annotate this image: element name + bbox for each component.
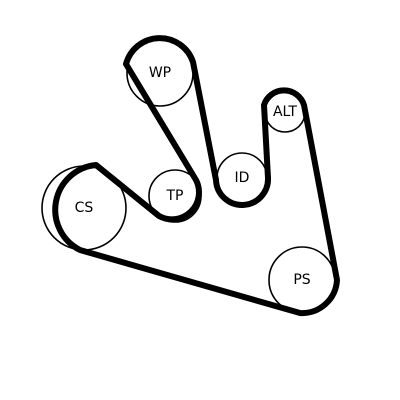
pulley-labels: WP ALT ID TP CS PS — [75, 65, 311, 288]
pulley-label-wp: WP — [149, 65, 171, 81]
pulleys — [41, 39, 336, 314]
serpentine-belt — [52, 35, 340, 317]
pulley-label-id: ID — [235, 170, 250, 186]
pulley-label-ps: PS — [293, 272, 310, 288]
pulley-label-alt: ALT — [273, 104, 297, 120]
pulley-label-tp: TP — [166, 188, 184, 204]
pulley-label-cs: CS — [75, 200, 94, 216]
